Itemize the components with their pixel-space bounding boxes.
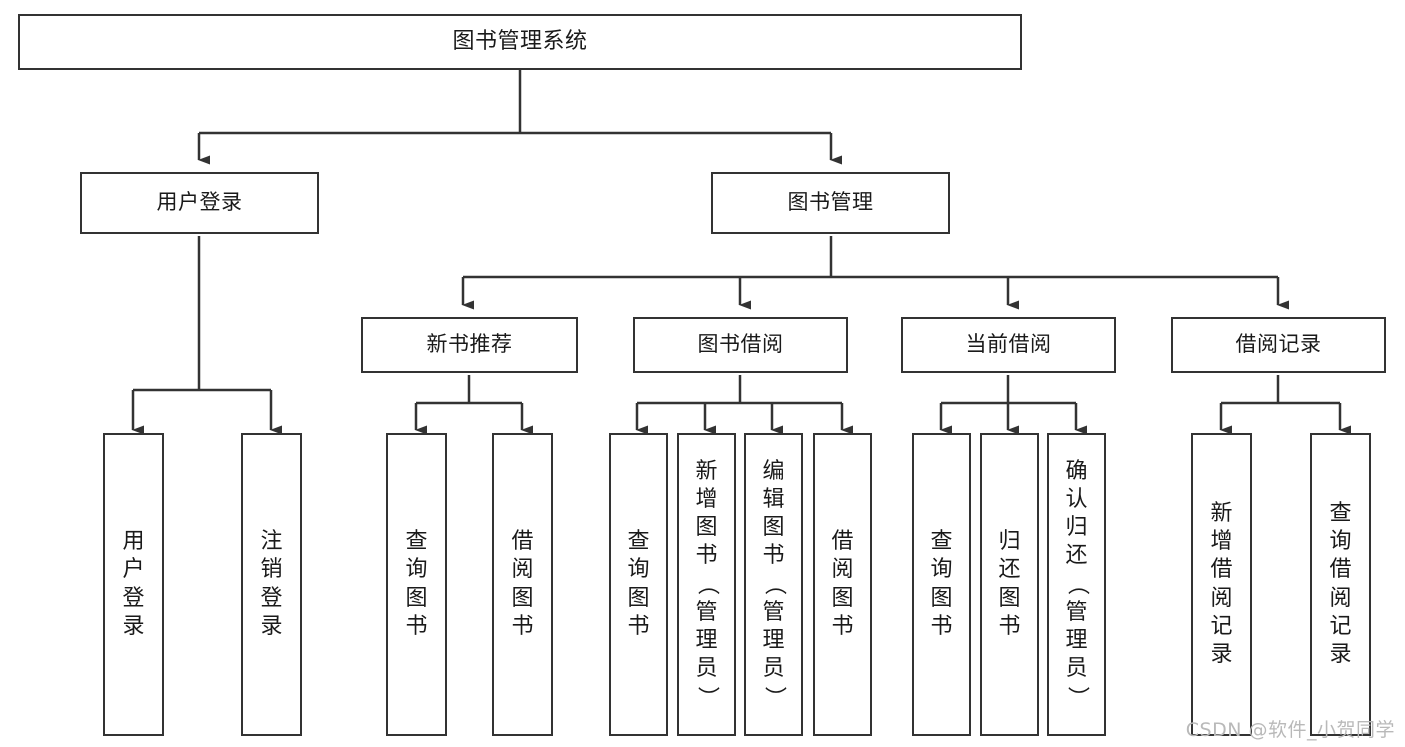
leaf-book-borrow-lend[interactable]: 借阅图书: [813, 433, 872, 736]
leaf-label: 借阅图书: [511, 529, 534, 639]
leaf-book-borrow-add[interactable]: 新增图书（管理员）: [677, 433, 736, 736]
leaf-new-book-query[interactable]: 查询图书: [386, 433, 447, 736]
leaf-new-book-borrow[interactable]: 借阅图书: [492, 433, 553, 736]
node-book-management-label: 图书管理: [787, 190, 874, 215]
leaf-current-borrow-confirm[interactable]: 确认归还（管理员）: [1047, 433, 1106, 736]
leaf-label: 查询图书: [627, 529, 650, 639]
node-user-login[interactable]: 用户登录: [80, 172, 319, 234]
leaf-label: 编辑图书（管理员）: [761, 458, 787, 709]
node-book-borrow-label: 图书借阅: [697, 332, 784, 357]
leaf-current-borrow-query[interactable]: 查询图书: [912, 433, 971, 736]
leaf-book-borrow-query[interactable]: 查询图书: [609, 433, 668, 736]
leaf-borrow-record-query[interactable]: 查询借阅记录: [1310, 433, 1371, 736]
node-new-book-recommend-label: 新书推荐: [426, 332, 513, 357]
node-current-borrow-label: 当前借阅: [965, 332, 1052, 357]
leaf-borrow-record-add[interactable]: 新增借阅记录: [1191, 433, 1252, 736]
node-book-borrow[interactable]: 图书借阅: [633, 317, 848, 373]
leaf-book-borrow-edit[interactable]: 编辑图书（管理员）: [744, 433, 803, 736]
node-user-login-label: 用户登录: [156, 190, 243, 215]
leaf-label: 查询借阅记录: [1329, 501, 1352, 667]
leaf-label: 确认归还（管理员）: [1064, 458, 1090, 709]
leaf-label: 新增图书（管理员）: [694, 458, 720, 709]
leaf-current-borrow-return[interactable]: 归还图书: [980, 433, 1039, 736]
leaf-label: 用户登录: [122, 529, 145, 639]
leaf-label: 注销登录: [260, 529, 283, 639]
node-new-book-recommend[interactable]: 新书推荐: [361, 317, 578, 373]
leaf-label: 查询图书: [930, 529, 953, 639]
leaf-label: 新增借阅记录: [1210, 501, 1233, 667]
leaf-user-login-login[interactable]: 用户登录: [103, 433, 164, 736]
node-root[interactable]: 图书管理系统: [18, 14, 1022, 70]
node-borrow-record-label: 借阅记录: [1235, 332, 1322, 357]
node-root-label: 图书管理系统: [452, 28, 588, 54]
watermark: CSDN @软件_小贺同学: [1185, 719, 1395, 741]
node-borrow-record[interactable]: 借阅记录: [1171, 317, 1386, 373]
node-current-borrow[interactable]: 当前借阅: [901, 317, 1116, 373]
leaf-user-login-logout[interactable]: 注销登录: [241, 433, 302, 736]
node-book-management[interactable]: 图书管理: [711, 172, 950, 234]
leaf-label: 借阅图书: [831, 529, 854, 639]
leaf-label: 查询图书: [405, 529, 428, 639]
leaf-label: 归还图书: [998, 529, 1021, 639]
